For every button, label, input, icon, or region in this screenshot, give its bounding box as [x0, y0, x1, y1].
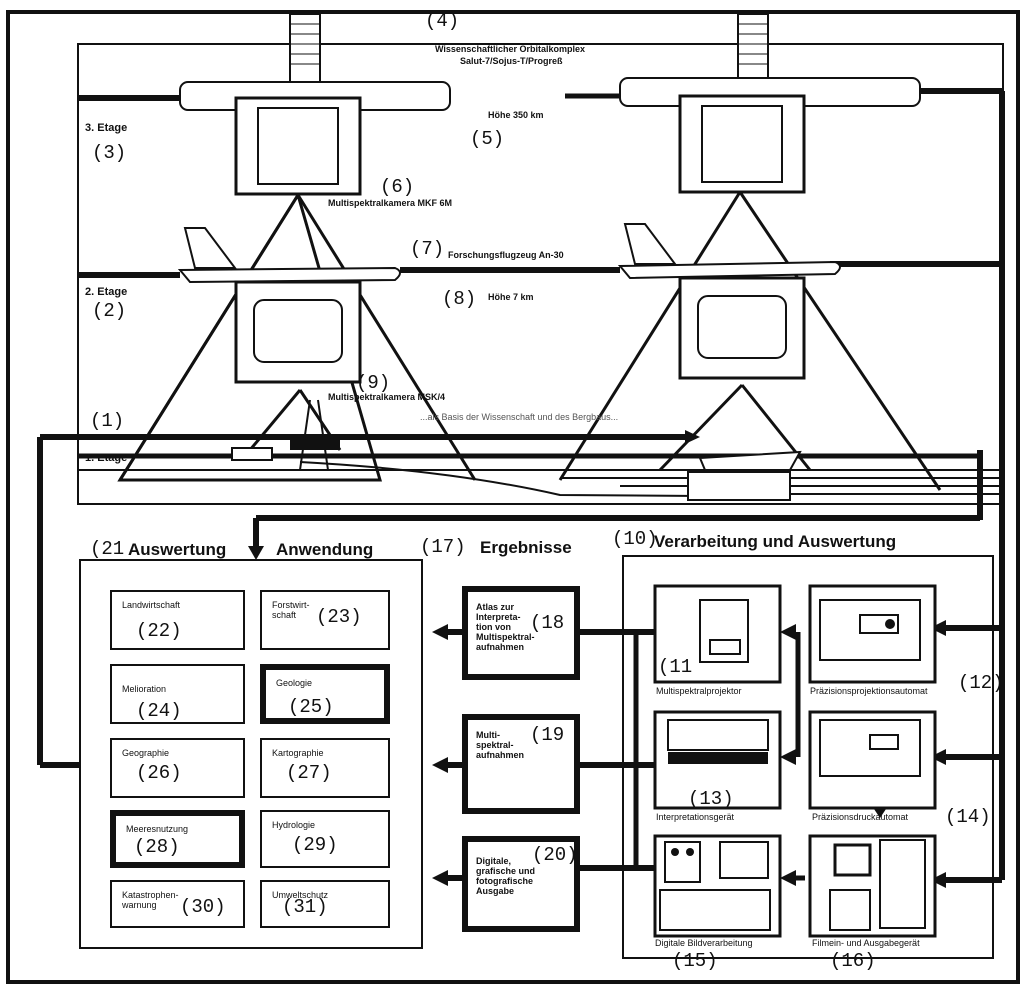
device-label-14: Präzisionsdruckautomat: [812, 812, 909, 822]
height-air: Höhe 7 km: [488, 292, 534, 302]
app-box-meeresnutzung: Meeresnutzung (28): [110, 810, 245, 868]
marker-16: (16): [830, 950, 876, 972]
device-box-16: [808, 834, 937, 938]
result-box-atlas: Atlas zur Interpreta- tion von Multispek…: [462, 586, 580, 680]
app-box-katastrophenwarnung: Katastrophen- warnung (30): [110, 880, 245, 928]
result-label: Digitale, grafische und fotografische Au…: [476, 856, 536, 896]
app-number: (24): [136, 700, 182, 722]
heading-ergebnisse: Ergebnisse: [480, 538, 572, 557]
app-label: Landwirtschaft: [122, 600, 181, 610]
app-box-forstwirtschaft: Forstwirt- schaft (23): [260, 590, 390, 650]
device-label-12: Präzisionsprojektionsautomat: [810, 686, 928, 696]
marker-15: (15): [672, 950, 718, 972]
app-number: (30): [180, 896, 226, 918]
marker-9: (9): [356, 372, 391, 394]
marker-1: (1): [90, 410, 125, 432]
device-label-13: Interpretationsgerät: [656, 812, 735, 822]
marker-10: (10): [612, 528, 658, 550]
app-number: (31): [282, 896, 328, 918]
marker-8: (8): [442, 288, 477, 310]
result-box-ausgabe: Digitale, grafische und fotografische Au…: [462, 836, 580, 932]
heading-verarbeitung: Verarbeitung und Auswertung: [654, 532, 897, 551]
marker-12: (12): [958, 672, 1004, 694]
device-box-12: [808, 584, 937, 684]
marker-6: (6): [380, 176, 415, 198]
marker-17: (17): [420, 536, 466, 558]
marker-7: (7): [410, 238, 445, 260]
result-label: Multi- spektral- aufnahmen: [476, 730, 525, 760]
heading-auswertung: Auswertung: [128, 540, 227, 559]
app-box-geographie: Geographie (26): [110, 738, 245, 798]
device-label-11: Multispektralprojektor: [656, 686, 742, 696]
device-box-15: [653, 834, 782, 938]
marker-21: (21: [90, 538, 125, 560]
app-number: (23): [316, 606, 362, 628]
app-label: Forstwirt- schaft: [272, 600, 310, 620]
app-box-geologie: Geologie (25): [260, 664, 390, 724]
marker-19: (19: [530, 724, 565, 746]
app-number: (28): [134, 836, 180, 858]
camera-air: Multispektralkamera MSK/4: [328, 392, 446, 402]
marker-4: (4): [425, 10, 460, 32]
aircraft-label: Forschungsflugzeug An-30: [448, 250, 564, 260]
result-label: Atlas zur Interpreta- tion von Multispek…: [476, 602, 535, 652]
station-label: Wissenschaftlicher Orbitalkomplex: [435, 44, 585, 54]
marker-2: (2): [92, 300, 127, 322]
marker-11: (11: [658, 656, 693, 678]
app-label: Umweltschutz: [272, 890, 329, 900]
app-box-landwirtschaft: Landwirtschaft (22): [110, 590, 245, 650]
heading-anwendung: Anwendung: [276, 540, 374, 559]
device-box-14: [808, 710, 937, 810]
level1-label: 1. Etage: [85, 452, 128, 464]
height-space: Höhe 350 km: [488, 110, 544, 120]
app-box-hydrologie: Hydrologie (29): [260, 810, 390, 868]
app-label: Kartographie: [272, 748, 324, 758]
app-number: (26): [136, 762, 182, 784]
marker-3: (3): [92, 142, 127, 164]
app-number: (22): [136, 620, 182, 642]
app-label: Geologie: [276, 678, 313, 688]
outer-frame: [6, 10, 1020, 984]
app-label: Meeresnutzung: [126, 824, 189, 834]
result-box-aufnahmen: Multi- spektral- aufnahmen: [462, 714, 580, 814]
app-number: (29): [292, 834, 338, 856]
station-label-2: Salut-7/Sojus-T/Progreß: [460, 56, 563, 66]
level3-label: 3. Etage: [85, 122, 128, 134]
applications-frame: [79, 559, 423, 949]
camera-space: Multispektralkamera MKF 6M: [328, 198, 453, 208]
app-label: Geographie: [122, 748, 170, 758]
app-number: (25): [288, 696, 334, 718]
marker-18: (18: [530, 612, 565, 634]
marker-13: (13): [688, 788, 734, 810]
app-box-umweltschutz: Umweltschutz (31): [260, 880, 390, 928]
marker-14: (14): [945, 806, 991, 828]
app-label: Katastrophen- warnung: [122, 890, 179, 910]
app-number: (27): [286, 762, 332, 784]
device-box-11: [653, 584, 782, 684]
app-label: Melioration: [122, 684, 167, 694]
app-box-kartographie: Kartographie (27): [260, 738, 390, 798]
device-label-16: Filmein- und Ausgabegerät: [812, 938, 920, 948]
marker-5: (5): [470, 128, 505, 150]
level2-label: 2. Etage: [85, 286, 128, 298]
device-label-15: Digitale Bildverarbeitung: [655, 938, 753, 948]
marker-20: (20): [532, 844, 578, 866]
app-box-melioration: Melioration (24): [110, 664, 245, 724]
app-label: Hydrologie: [272, 820, 316, 830]
stray-text: ...als Basis der Wissenschaft und des Be…: [420, 412, 619, 422]
